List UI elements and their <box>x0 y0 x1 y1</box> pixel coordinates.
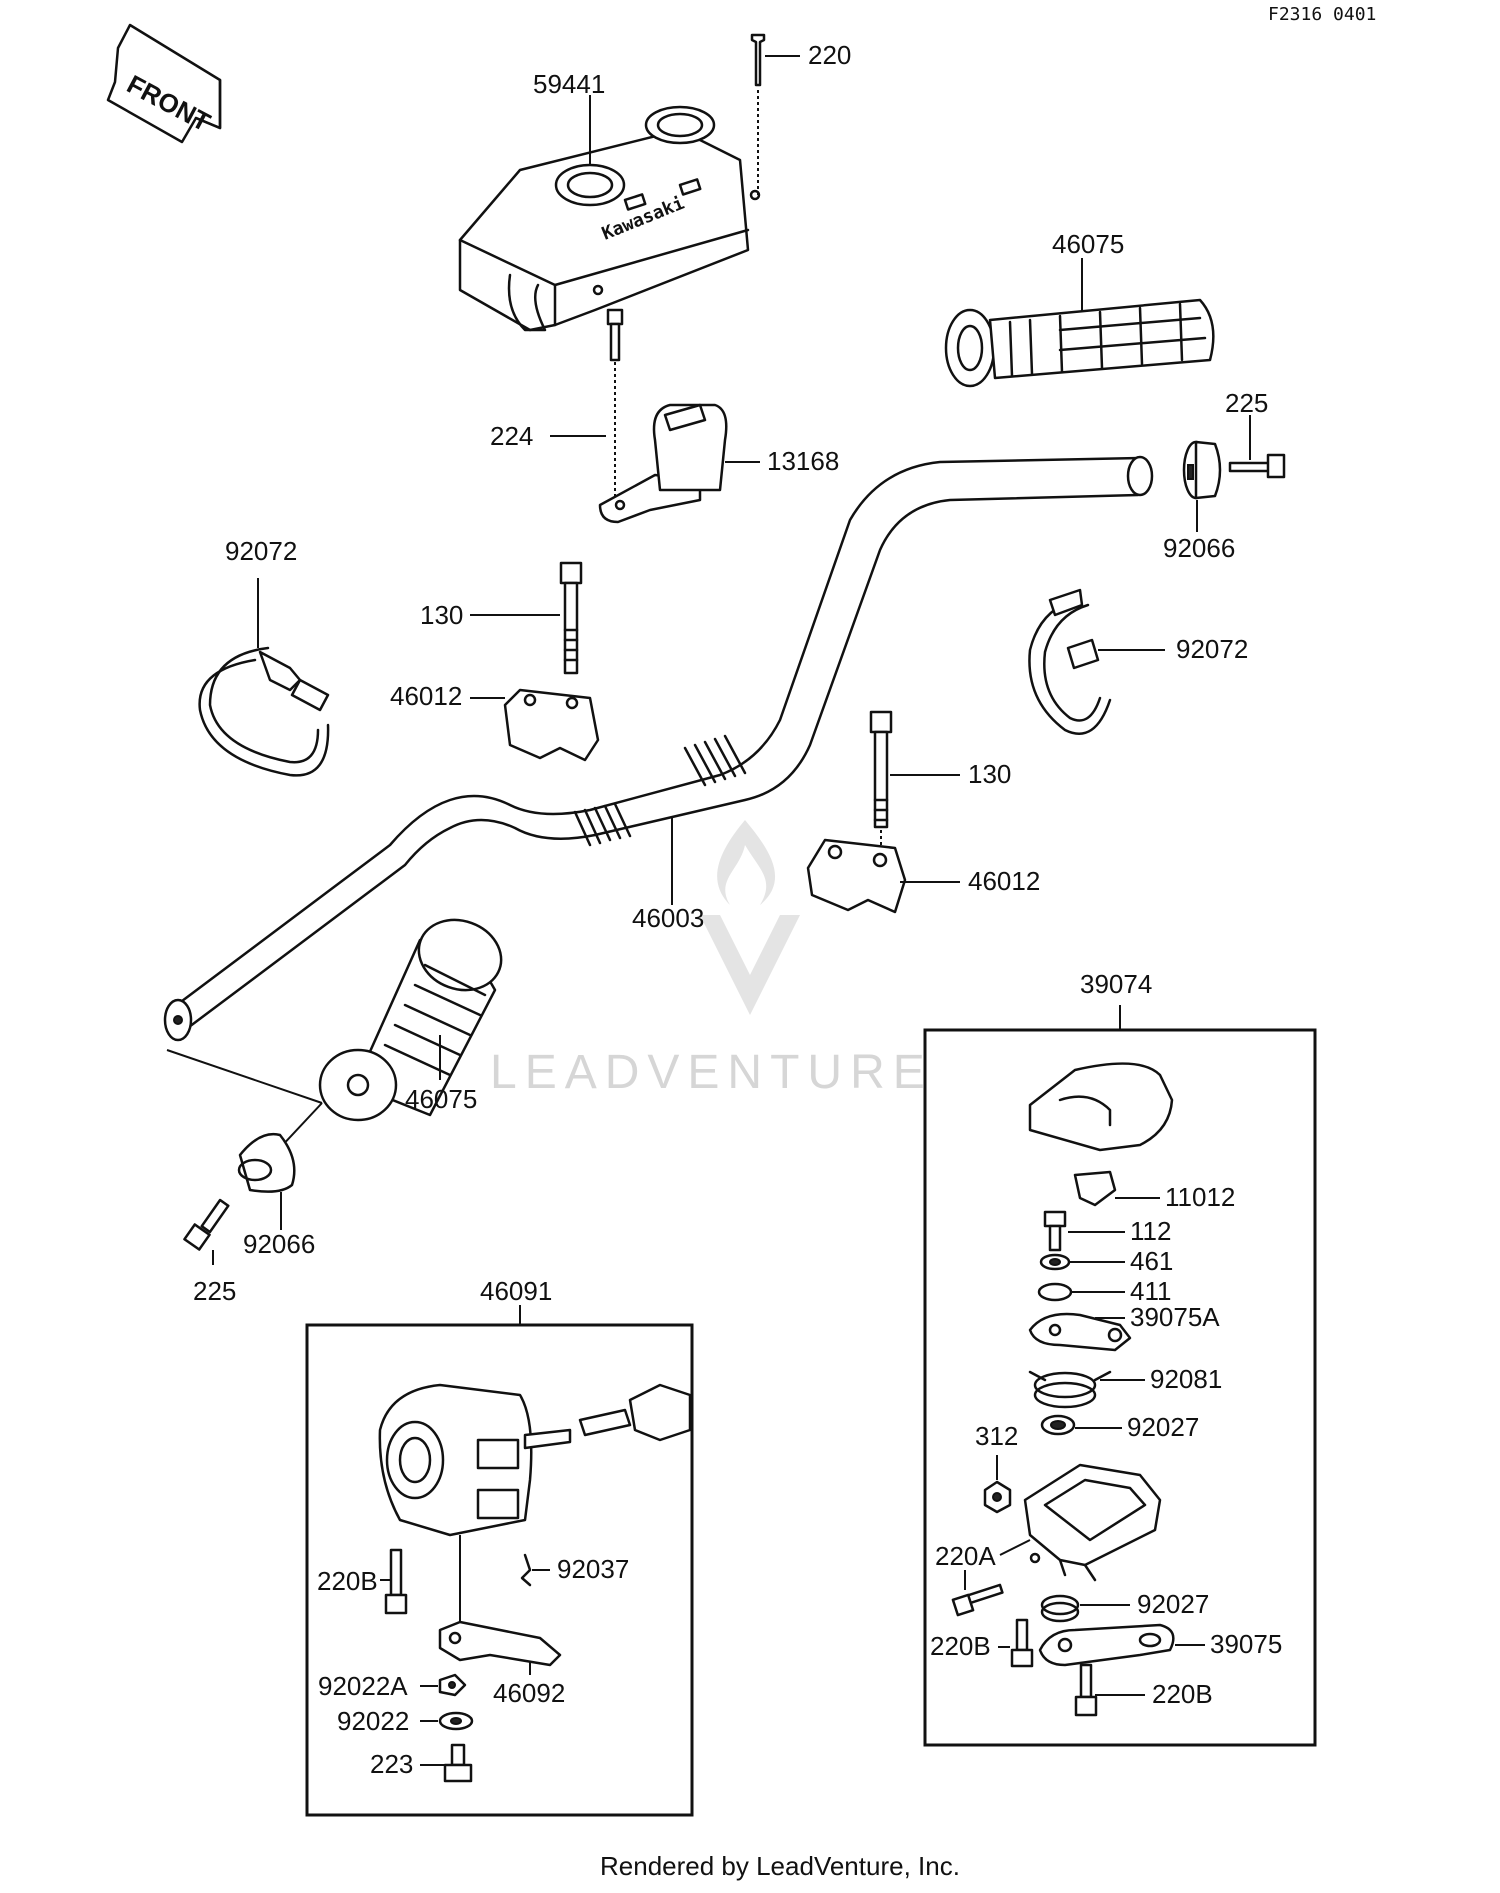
front-arrow-icon: FRONT <box>106 23 222 144</box>
seal-92027-b-icon <box>1040 1594 1080 1623</box>
leader-housing-axis <box>999 1539 1031 1556</box>
bolt-225-left-icon <box>183 1198 230 1251</box>
grip-46075-right-drawing <box>944 298 1215 388</box>
part-46091: 46091 <box>480 1276 552 1306</box>
part-92072-left: 92072 <box>225 536 297 566</box>
part-92027-b: 92027 <box>1137 1589 1209 1619</box>
nut-312-icon <box>983 1480 1012 1514</box>
screw-223-icon <box>443 1743 473 1783</box>
band-92072-right-drawing <box>1028 588 1112 735</box>
spring-92081-drawing <box>1028 1370 1112 1409</box>
part-92066-left: 92066 <box>243 1229 315 1259</box>
throttle-cover-drawing <box>1028 1062 1174 1152</box>
throttle-housing-drawing <box>1023 1463 1162 1582</box>
part-225-right: 225 <box>1225 388 1268 418</box>
screw-220B-left-icon <box>384 1548 408 1615</box>
part-46075-right: 46075 <box>1052 229 1124 259</box>
lever-46092-drawing <box>438 1620 562 1667</box>
part-220B-r2: 220B <box>1152 1679 1213 1709</box>
part-46075-left: 46075 <box>405 1084 477 1114</box>
washer-411-icon <box>1037 1282 1073 1302</box>
nut-92022A-icon <box>438 1673 467 1697</box>
screw-224-icon <box>606 308 624 362</box>
part-92081: 92081 <box>1150 1364 1222 1394</box>
part-225-left: 225 <box>193 1276 236 1306</box>
bolt-130-left-icon <box>559 561 583 675</box>
part-220-top: 220 <box>808 40 851 70</box>
washer-92022-icon <box>438 1711 474 1731</box>
bracket-13168-drawing <box>598 403 728 524</box>
watermark: LEADVENTURE <box>490 820 933 1099</box>
part-130-right: 130 <box>968 759 1011 789</box>
footer-credit: Rendered by LeadVenture, Inc. <box>600 1851 960 1881</box>
cover-59441-drawing: Kawasaki <box>458 105 761 332</box>
part-220A: 220A <box>935 1541 996 1571</box>
part-92022: 92022 <box>337 1706 409 1736</box>
part-46092: 46092 <box>493 1678 565 1708</box>
screw-220A-icon <box>951 1583 1004 1617</box>
pulley-39075A-drawing <box>1028 1312 1132 1352</box>
part-11012: 11012 <box>1165 1182 1235 1212</box>
switch-housing-46091-drawing <box>378 1383 692 1537</box>
screw-220B-r2-icon <box>1074 1663 1098 1717</box>
part-92072-right: 92072 <box>1176 634 1248 664</box>
part-224: 224 <box>490 421 533 451</box>
part-220B-r1: 220B <box>930 1631 991 1661</box>
part-46003: 46003 <box>632 903 704 933</box>
part-411: 411 <box>1130 1276 1171 1306</box>
pulley-39075-drawing <box>1038 1623 1175 1667</box>
part-46012-right: 46012 <box>968 866 1040 896</box>
fitting-11012-icon <box>1073 1170 1117 1207</box>
part-92066-right: 92066 <box>1163 533 1235 563</box>
diagram-code: F2316 0401 <box>1268 4 1376 25</box>
part-39075A: 39075A <box>1130 1302 1220 1332</box>
part-59441: 59441 <box>533 69 605 99</box>
handlebar-46003-drawing <box>163 455 1154 1042</box>
band-92072-left-drawing <box>198 646 330 777</box>
washer-461-icon <box>1039 1253 1071 1271</box>
grip-46075-left-drawing <box>318 918 503 1122</box>
part-130-left: 130 <box>420 600 463 630</box>
leader-cap-axis-a <box>166 1049 323 1104</box>
clamp-46012-right-drawing <box>806 838 907 914</box>
bolt-112-icon <box>1043 1210 1067 1252</box>
part-39075: 39075 <box>1210 1629 1282 1659</box>
part-39074: 39074 <box>1080 969 1152 999</box>
part-223: 223 <box>370 1749 413 1779</box>
clamp-46012-left-drawing <box>503 688 600 762</box>
part-220B-left: 220B <box>317 1566 378 1596</box>
part-46012-left: 46012 <box>390 681 462 711</box>
part-92022A: 92022A <box>318 1671 408 1701</box>
bolt-220-icon <box>750 33 766 87</box>
end-cap-92066-left-drawing <box>237 1132 296 1193</box>
box-46091 <box>305 1323 694 1817</box>
end-cap-92066-right-drawing <box>1182 440 1222 500</box>
part-461: 461 <box>1130 1246 1173 1276</box>
part-112: 112 <box>1130 1216 1171 1246</box>
part-92027-a: 92027 <box>1127 1412 1199 1442</box>
clip-92037-icon <box>520 1553 532 1587</box>
watermark-text: LEADVENTURE <box>490 1046 933 1099</box>
part-312: 312 <box>975 1421 1018 1451</box>
screw-220B-r1-icon <box>1010 1618 1034 1668</box>
part-13168: 13168 <box>767 446 839 476</box>
seal-92027-a-icon <box>1040 1414 1076 1436</box>
bolt-130-right-icon <box>869 710 893 829</box>
bolt-225-right-icon <box>1228 453 1286 479</box>
part-92037: 92037 <box>557 1554 629 1584</box>
